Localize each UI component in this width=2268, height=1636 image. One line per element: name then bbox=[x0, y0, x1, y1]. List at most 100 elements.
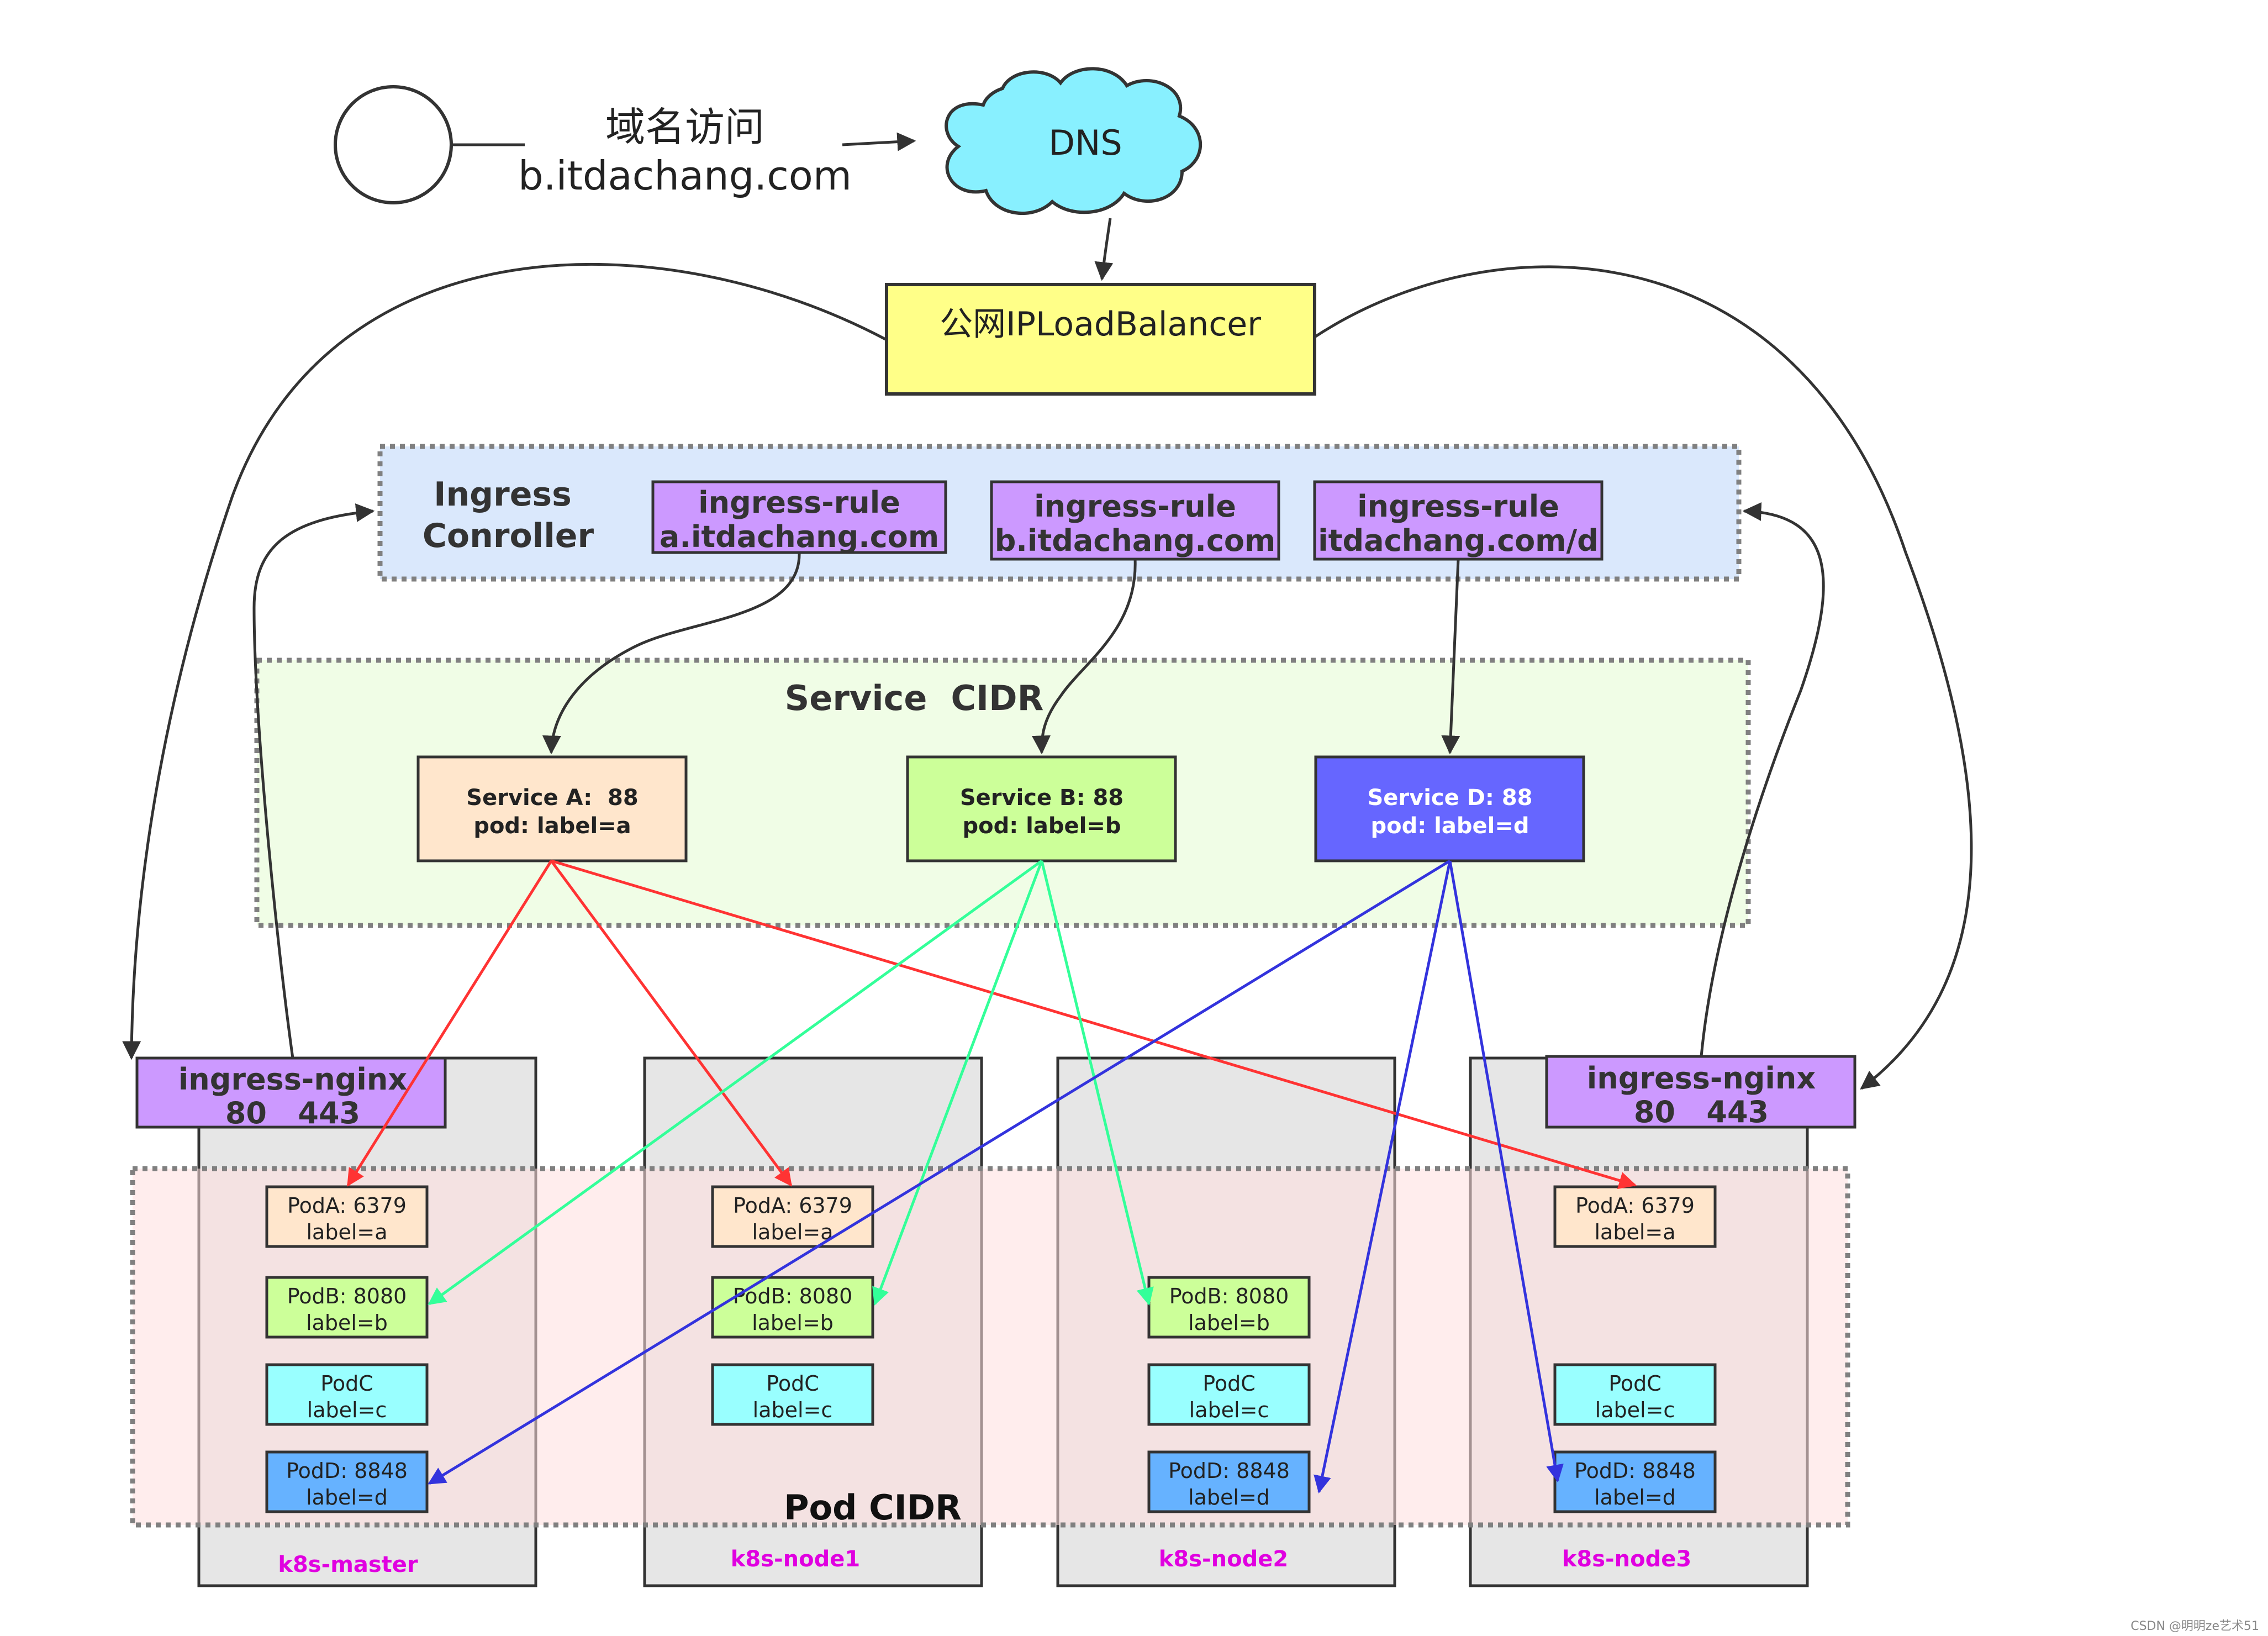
pod-c-master-line1: PodC bbox=[320, 1371, 373, 1396]
service-d-routes bbox=[428, 859, 1564, 1494]
ingress-nginx-left-line1: ingress-nginx bbox=[178, 1062, 408, 1097]
service-cidr-title: Service CIDR bbox=[785, 678, 1044, 718]
node-label-k8s-master: k8s-master bbox=[278, 1552, 418, 1577]
pod-d-node2-line1: PodD: 8848 bbox=[1168, 1459, 1290, 1483]
ingress-rule-a-line2: a.itdachang.com bbox=[660, 519, 939, 554]
service-d-to-pod-d-node3 bbox=[1448, 860, 1564, 1483]
pod-d-node3-line2: label=d bbox=[1594, 1485, 1676, 1509]
service-b-to-pod-b-node1 bbox=[872, 860, 1043, 1306]
pod-d-node2: PodD: 8848 label=d bbox=[1147, 1450, 1311, 1513]
service-a-routes bbox=[346, 859, 1637, 1190]
user-circle bbox=[334, 85, 453, 204]
node-label-k8s-node1: k8s-node1 bbox=[731, 1546, 860, 1572]
domain-name-label: b.itdachang.com bbox=[518, 152, 852, 199]
service-b-line2: pod: label=b bbox=[963, 813, 1121, 839]
pod-b-node2: PodB: 8080 label=b bbox=[1147, 1276, 1311, 1339]
service-d-to-pod-d-master bbox=[428, 859, 1451, 1485]
pod-b-master-line1: PodB: 8080 bbox=[287, 1284, 407, 1308]
pod-a-node1: PodA: 6379 label=a bbox=[711, 1185, 874, 1248]
right-nginx-to-controller-arrow bbox=[1700, 502, 1825, 1057]
load-balancer: 公网IPLoadBalancer bbox=[885, 283, 1316, 396]
pod-c-node3-line1: PodC bbox=[1608, 1371, 1661, 1396]
pod-a-node3-line2: label=a bbox=[1594, 1220, 1675, 1244]
ingress-nginx-left: ingress-nginx 80 443 bbox=[135, 1056, 447, 1130]
service-b: Service B: 88 pod: label=b bbox=[906, 755, 1177, 862]
pod-b-node1: PodB: 8080 label=b bbox=[711, 1276, 874, 1339]
pod-d-master: PodD: 8848 label=d bbox=[265, 1450, 429, 1513]
pod-a-master: PodA: 6379 label=a bbox=[265, 1185, 429, 1248]
service-b-line1: Service B: 88 bbox=[960, 785, 1124, 811]
pod-b-node1-line1: PodB: 8080 bbox=[733, 1284, 853, 1308]
domain-access-label: 域名访问 bbox=[605, 104, 764, 150]
ingress-controller-title-line1: Ingress bbox=[434, 475, 572, 514]
ingress-rule-a-line1: ingress-rule bbox=[698, 485, 900, 520]
pod-a-node3-line1: PodA: 6379 bbox=[1575, 1193, 1695, 1218]
ingress-rule-d: ingress-rule itdachang.com/d bbox=[1313, 480, 1604, 561]
pod-c-node2: PodC label=c bbox=[1147, 1363, 1311, 1426]
service-b-to-pod-b-master bbox=[428, 859, 1043, 1306]
ingress-nginx-right-line2: 80 443 bbox=[1634, 1095, 1769, 1129]
pod-d-master-line2: label=d bbox=[306, 1485, 388, 1509]
node-label-k8s-node2: k8s-node2 bbox=[1159, 1546, 1288, 1572]
domain-to-dns-arrow bbox=[842, 132, 916, 151]
dns-to-lb-arrow bbox=[1094, 218, 1114, 281]
pod-c-master-line2: label=c bbox=[307, 1398, 387, 1422]
pod-d-master-line1: PodD: 8848 bbox=[286, 1459, 408, 1483]
pod-c-node3: PodC label=c bbox=[1553, 1363, 1717, 1426]
pod-cidr-title: Pod CIDR bbox=[784, 1487, 962, 1528]
rule-a-to-service-a-arrow bbox=[542, 552, 801, 755]
pod-c-node2-line2: label=c bbox=[1189, 1398, 1269, 1422]
pod-b-master-line2: label=b bbox=[306, 1311, 388, 1335]
pod-b-master: PodB: 8080 label=b bbox=[265, 1276, 429, 1339]
rule-d-to-service-d-arrow bbox=[1441, 559, 1460, 755]
pod-a-master-line1: PodA: 6379 bbox=[287, 1193, 407, 1218]
pod-c-master: PodC label=c bbox=[265, 1363, 429, 1426]
ingress-rule-b-line1: ingress-rule bbox=[1034, 489, 1236, 524]
pod-a-node1-line1: PodA: 6379 bbox=[733, 1193, 852, 1218]
pod-c-node1-line1: PodC bbox=[766, 1371, 819, 1396]
ingress-rule-a: ingress-rule a.itdachang.com bbox=[651, 480, 947, 554]
pod-d-node3-line1: PodD: 8848 bbox=[1574, 1459, 1696, 1483]
ingress-rule-d-line2: itdachang.com/d bbox=[1318, 523, 1599, 558]
pod-c-node2-line1: PodC bbox=[1202, 1371, 1255, 1396]
ingress-controller-title-line2: Conroller bbox=[423, 517, 594, 555]
ingress-nginx-left-line2: 80 443 bbox=[225, 1096, 360, 1130]
dns-label: DNS bbox=[1048, 123, 1122, 163]
pod-b-node1-line2: label=b bbox=[752, 1311, 834, 1335]
dns-cloud: DNS bbox=[945, 67, 1202, 215]
pod-a-node1-line2: label=a bbox=[752, 1220, 833, 1244]
service-a-line1: Service A: 88 bbox=[466, 785, 638, 811]
service-b-routes bbox=[428, 859, 1154, 1306]
ingress-nginx-right-line1: ingress-nginx bbox=[1587, 1061, 1816, 1096]
pod-b-node2-line2: label=b bbox=[1188, 1311, 1270, 1335]
pod-d-node3: PodD: 8848 label=d bbox=[1553, 1450, 1717, 1513]
service-d-line2: pod: label=d bbox=[1371, 813, 1529, 839]
ingress-rule-b: ingress-rule b.itdachang.com bbox=[990, 480, 1280, 561]
service-a-to-pod-a-node3 bbox=[551, 859, 1637, 1190]
rule-b-to-service-b-arrow bbox=[1032, 559, 1137, 755]
lb-to-right-nginx-arrow bbox=[1314, 265, 1973, 1090]
footer-credit: CSDN @明明ze艺术51 bbox=[2130, 1619, 2259, 1633]
lb-to-left-nginx-arrow bbox=[122, 262, 888, 1060]
node-label-k8s-node3: k8s-node3 bbox=[1562, 1546, 1691, 1572]
pod-a-master-line2: label=a bbox=[306, 1220, 387, 1244]
pod-c-node1-line2: label=c bbox=[753, 1398, 833, 1422]
service-a-line2: pod: label=a bbox=[473, 813, 631, 839]
pod-b-node2-line1: PodB: 8080 bbox=[1169, 1284, 1289, 1308]
service-d-line1: Service D: 88 bbox=[1367, 785, 1532, 811]
pod-c-node1: PodC label=c bbox=[711, 1363, 874, 1426]
service-a-to-pod-a-master bbox=[346, 860, 553, 1187]
load-balancer-label: 公网IPLoadBalancer bbox=[940, 305, 1261, 344]
ingress-nginx-right: ingress-nginx 80 443 bbox=[1545, 1055, 1856, 1129]
service-b-to-pod-b-node2 bbox=[1040, 860, 1154, 1306]
ingress-rule-b-line2: b.itdachang.com bbox=[995, 523, 1275, 558]
left-nginx-to-controller-arrow bbox=[252, 503, 375, 1059]
service-d: Service D: 88 pod: label=d bbox=[1314, 755, 1585, 862]
pod-a-node3: PodA: 6379 label=a bbox=[1553, 1185, 1717, 1248]
ingress-rule-d-line1: ingress-rule bbox=[1357, 489, 1559, 524]
service-a: Service A: 88 pod: label=a bbox=[416, 755, 688, 862]
service-d-to-pod-d-node2 bbox=[1314, 860, 1452, 1494]
pod-d-node2-line2: label=d bbox=[1188, 1485, 1270, 1509]
pod-c-node3-line2: label=c bbox=[1595, 1398, 1675, 1422]
